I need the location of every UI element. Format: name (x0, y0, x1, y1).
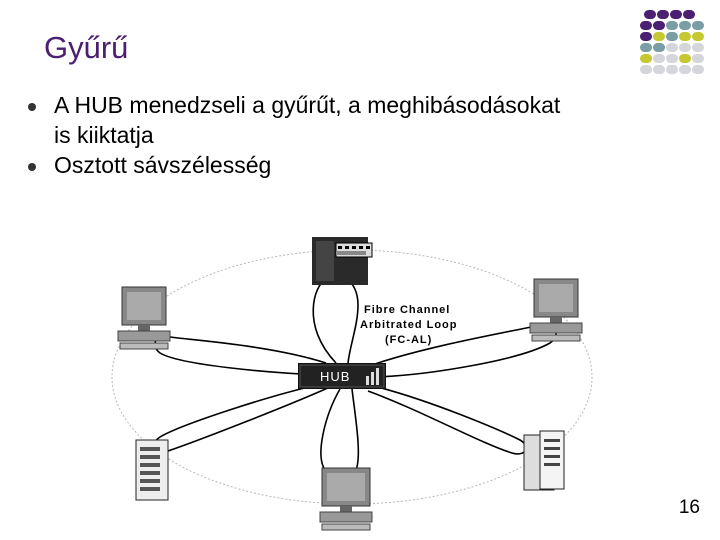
fc-al-diagram: HUB Fibre Channel Arbitrated Loop (FC-AL… (111, 237, 593, 531)
slide-title: Gyűrű (44, 30, 129, 65)
decorative-dot (666, 32, 678, 41)
decorative-dot (653, 43, 665, 52)
bullet-dot-icon (28, 103, 36, 111)
loop-label-line-2: Arbitrated Loop (360, 319, 458, 331)
decorative-dot (666, 21, 678, 30)
computer-right-icon (529, 278, 583, 342)
bullet-list: A HUB menedzseli a gyűrűt, a meghibásodá… (22, 90, 582, 180)
loop-label-line-3: (FC-AL) (385, 334, 432, 346)
decorative-dot (670, 10, 682, 19)
page-number: 16 (678, 497, 700, 518)
decorative-dot (692, 32, 704, 41)
decorative-dot (640, 54, 652, 63)
decorative-dot (692, 54, 704, 63)
decorative-dot (640, 65, 652, 74)
decorative-dot (653, 65, 665, 74)
decorative-dot-grid (640, 10, 720, 80)
decorative-dot (679, 54, 691, 63)
bullet-item: A HUB menedzseli a gyűrűt, a meghibásodá… (22, 90, 582, 150)
decorative-dot (640, 43, 652, 52)
hub-label: HUB (320, 369, 350, 384)
server-top-icon (312, 237, 373, 285)
decorative-dot (692, 43, 704, 52)
decorative-dot (640, 32, 652, 41)
decorative-dot (653, 32, 665, 41)
decorative-dot (692, 21, 704, 30)
decorative-dot (679, 32, 691, 41)
hub-icon (298, 363, 386, 389)
tower-right-icon (523, 430, 565, 491)
decorative-dot (679, 21, 691, 30)
decorative-dot (679, 65, 691, 74)
tower-left-icon (135, 439, 169, 501)
decorative-dot (644, 10, 656, 19)
computer-bottom-icon (319, 467, 373, 531)
decorative-dot (653, 21, 665, 30)
bullet-text: A HUB menedzseli a gyűrűt, a meghibásodá… (54, 92, 561, 148)
computer-left-icon (117, 286, 171, 350)
decorative-dot (666, 43, 678, 52)
bullet-item: Osztott sávszélesség (22, 150, 582, 180)
decorative-dot (692, 65, 704, 74)
decorative-dot (683, 10, 695, 19)
decorative-dot (679, 43, 691, 52)
decorative-dot (657, 10, 669, 19)
bullet-dot-icon (28, 163, 36, 171)
loop-label-line-1: Fibre Channel (364, 304, 450, 316)
decorative-dot (666, 54, 678, 63)
decorative-dot (666, 65, 678, 74)
decorative-dot (653, 54, 665, 63)
decorative-dot (640, 21, 652, 30)
bullet-text: Osztott sávszélesség (54, 152, 272, 178)
